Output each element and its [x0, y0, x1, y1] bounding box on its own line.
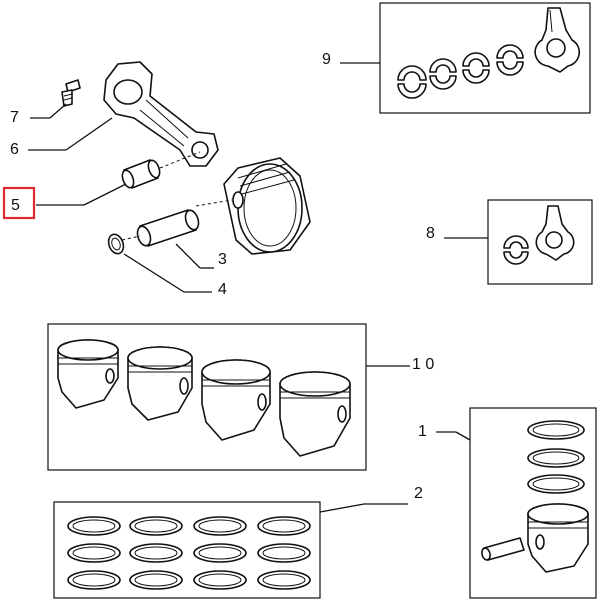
bearing-shell: [462, 52, 490, 84]
connecting-rod[interactable]: [103, 61, 219, 167]
label-2: 2: [414, 485, 423, 502]
leader-6b: [65, 117, 113, 151]
label-9: 9: [322, 51, 331, 68]
axis-dash: [195, 199, 233, 207]
bearing-shell: [397, 65, 427, 99]
label-7: 7: [10, 109, 19, 126]
circlip[interactable]: [106, 232, 126, 256]
label-3: 3: [218, 251, 227, 268]
bearing-shell: [503, 235, 529, 265]
box-2-ring-sets[interactable]: [53, 501, 321, 599]
leader-4: [123, 253, 185, 293]
label-5[interactable]: 5: [11, 197, 20, 214]
small-end-bushing[interactable]: [120, 159, 162, 189]
box-8-bearing-kit[interactable]: [487, 199, 593, 285]
piston-ring-set: [527, 420, 585, 494]
label-6: 6: [10, 141, 19, 158]
piston: [279, 371, 351, 457]
piston[interactable]: [223, 157, 311, 255]
piston-ring-set: [129, 516, 183, 590]
connecting-rod-end: [535, 205, 575, 261]
label-10: 1 0: [412, 356, 434, 373]
leader-5b: [83, 183, 127, 206]
axis-dash: [159, 151, 201, 169]
piston: [527, 503, 589, 573]
leader-7b: [49, 103, 67, 119]
piston: [127, 346, 193, 421]
leader-1b: [455, 431, 471, 441]
leader-3: [175, 243, 201, 269]
rod-bolt[interactable]: [61, 79, 81, 107]
piston-ring-set: [67, 516, 121, 590]
box-10-piston-set[interactable]: [47, 323, 367, 471]
connecting-rod-end: [534, 7, 581, 73]
bearing-shell: [429, 58, 457, 90]
piston: [57, 339, 119, 409]
box-1-piston-kit[interactable]: [469, 407, 597, 599]
label-1: 1: [418, 423, 427, 440]
label-4: 4: [218, 281, 227, 298]
piston-pin: [481, 537, 525, 561]
box-9-bearing-kit[interactable]: [379, 2, 591, 114]
bearing-shell: [496, 44, 524, 76]
label-5-highlight: [2, 186, 36, 220]
label-8: 8: [426, 225, 435, 242]
piston-ring-set: [257, 516, 311, 590]
piston-pin[interactable]: [135, 209, 201, 248]
piston-ring-set: [193, 516, 247, 590]
piston: [201, 359, 271, 441]
leader-2: [319, 503, 365, 513]
